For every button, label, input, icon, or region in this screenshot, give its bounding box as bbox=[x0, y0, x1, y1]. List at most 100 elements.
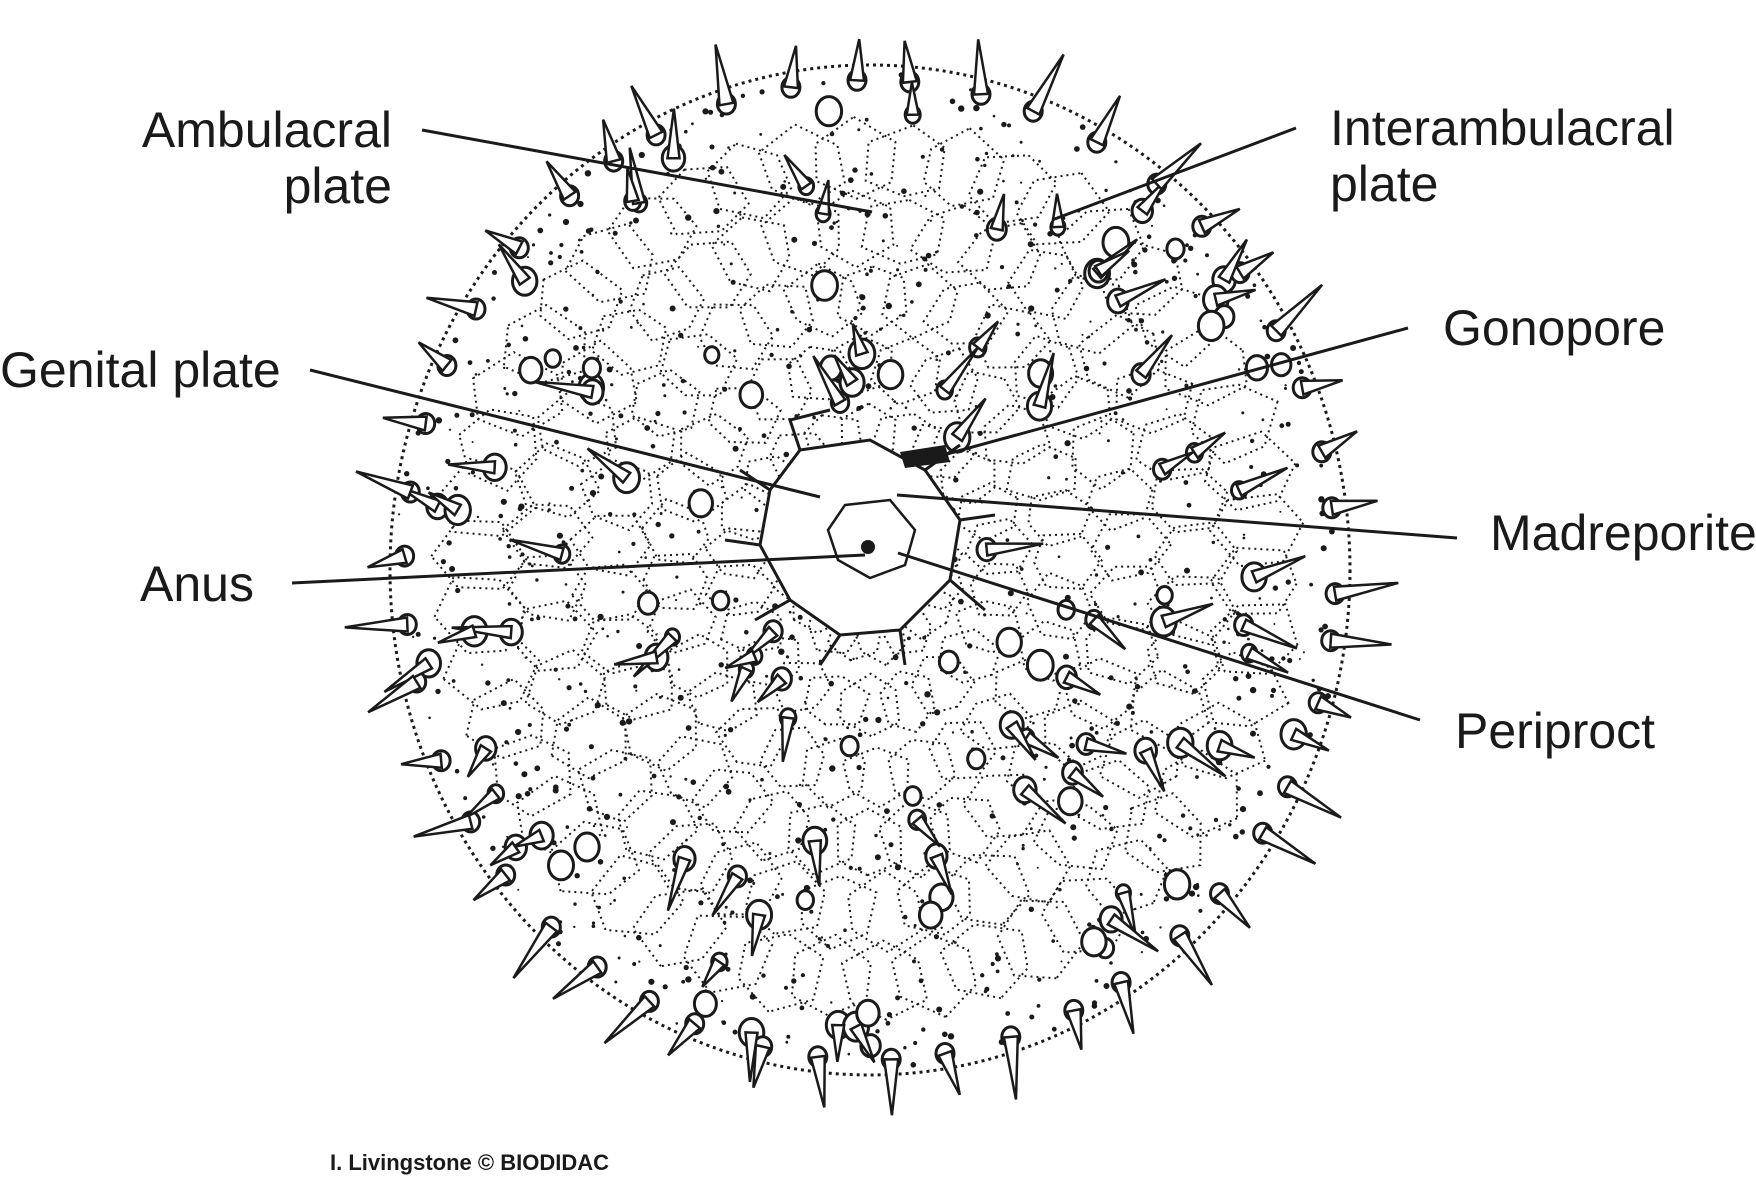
stipple-dot bbox=[857, 732, 863, 738]
stipple-dot bbox=[831, 817, 836, 822]
label-gonopore: Gonopore bbox=[1443, 300, 1665, 356]
stipple-dot bbox=[585, 228, 592, 234]
stipple-dot bbox=[1129, 807, 1133, 811]
plate-outline bbox=[928, 720, 998, 781]
label-ambulacral-line2: plate bbox=[283, 158, 392, 214]
stipple-dot bbox=[506, 678, 511, 682]
marginal-spine bbox=[752, 1043, 772, 1089]
stipple-dot bbox=[1120, 471, 1125, 475]
stipple-dot bbox=[1211, 540, 1216, 545]
stipple-dot bbox=[911, 425, 917, 431]
tubercle bbox=[1162, 868, 1192, 901]
stipple-dot bbox=[1319, 463, 1324, 468]
stipple-dot bbox=[1160, 359, 1164, 363]
stipple-dot bbox=[903, 1046, 907, 1050]
marginal-spine bbox=[936, 1049, 962, 1096]
stipple-dot bbox=[888, 842, 894, 848]
label-anus: Anus bbox=[140, 556, 254, 612]
plate-outline bbox=[1209, 603, 1299, 675]
marginal-spine bbox=[1172, 929, 1214, 986]
stipple-dot bbox=[836, 708, 840, 711]
stipple-dot bbox=[898, 314, 902, 317]
plate-outline bbox=[909, 423, 976, 479]
stipple-dot bbox=[852, 167, 858, 173]
stipple-dot bbox=[733, 191, 737, 195]
stipple-dot bbox=[1266, 764, 1271, 769]
stipple-dot bbox=[1049, 350, 1052, 353]
stipple-dot bbox=[1019, 140, 1023, 144]
stipple-dot bbox=[732, 445, 739, 452]
stipple-dot bbox=[411, 635, 415, 638]
spines bbox=[344, 38, 1399, 1116]
stipple-dot bbox=[1036, 1004, 1041, 1008]
stipple-dot bbox=[663, 394, 667, 398]
marginal-spine bbox=[1234, 251, 1275, 281]
plate-outline bbox=[787, 345, 858, 401]
plate-outline bbox=[1050, 275, 1135, 355]
plate-outline bbox=[710, 216, 791, 293]
stipple-dot bbox=[1236, 786, 1241, 791]
spine bbox=[613, 649, 659, 666]
stipple-dot bbox=[886, 1012, 893, 1018]
stipple-dot bbox=[490, 845, 496, 851]
stipple-dot bbox=[1205, 253, 1209, 258]
stipple-dot bbox=[591, 924, 596, 928]
plate-outline bbox=[939, 447, 996, 505]
stipple-dot bbox=[632, 962, 637, 966]
stipple-dot bbox=[999, 265, 1005, 270]
stipple-dot bbox=[492, 270, 497, 275]
stipple-dot bbox=[1000, 755, 1006, 761]
stipple-dot bbox=[843, 928, 847, 932]
plate-outline bbox=[501, 503, 594, 570]
stipple-dot bbox=[885, 1020, 891, 1026]
stipple-dot bbox=[763, 821, 766, 824]
stipple-dot bbox=[992, 114, 996, 118]
stipple-dot bbox=[1165, 408, 1168, 411]
stipple-dot bbox=[942, 1031, 948, 1038]
spine bbox=[744, 1031, 759, 1083]
stipple-dot bbox=[677, 694, 684, 701]
stipple-dot bbox=[829, 131, 835, 137]
stipple-dot bbox=[445, 458, 451, 464]
stipple-dot bbox=[1036, 866, 1039, 869]
stipple-dot bbox=[697, 815, 702, 821]
stipple-dot bbox=[1239, 829, 1246, 835]
leader-anus bbox=[291, 553, 866, 585]
stipple-dot bbox=[720, 486, 723, 489]
stipple-dot bbox=[572, 616, 578, 622]
leader-interambulacral bbox=[1051, 126, 1297, 222]
stipple-dot bbox=[761, 433, 767, 439]
stipple-dot bbox=[635, 689, 638, 692]
stipple-dot bbox=[604, 398, 608, 402]
stipple-dot bbox=[636, 643, 643, 649]
stipple-dot bbox=[1322, 623, 1328, 630]
spine bbox=[1087, 613, 1127, 651]
stipple-dot bbox=[949, 98, 956, 105]
plate-outline bbox=[691, 768, 775, 834]
marginal-spine bbox=[782, 45, 800, 90]
stipple-dot bbox=[517, 888, 520, 891]
stipple-dot bbox=[1029, 1014, 1035, 1020]
stipple-dot bbox=[1133, 602, 1137, 606]
stipple-dot bbox=[1227, 627, 1230, 631]
stipple-dot bbox=[875, 716, 882, 724]
stipple-dot bbox=[486, 359, 490, 363]
stipple-dot bbox=[765, 674, 769, 678]
stipple-dot bbox=[847, 177, 854, 184]
spine bbox=[830, 1023, 846, 1063]
stipple-dot bbox=[618, 413, 624, 419]
stipple-dot bbox=[583, 689, 588, 694]
tubercle bbox=[710, 589, 731, 612]
stipple-dot bbox=[1126, 318, 1131, 323]
stipple-dot bbox=[1055, 906, 1058, 909]
stipple-dot bbox=[500, 498, 507, 505]
plate-outline bbox=[1018, 619, 1082, 682]
stipple-dot bbox=[675, 575, 679, 579]
stipple-dot bbox=[415, 631, 421, 637]
stipple-dot bbox=[1060, 960, 1063, 963]
stipple-dot bbox=[617, 550, 621, 554]
plate-outline bbox=[631, 888, 729, 968]
stipple-dot bbox=[865, 272, 869, 277]
plate-outline bbox=[465, 677, 545, 760]
